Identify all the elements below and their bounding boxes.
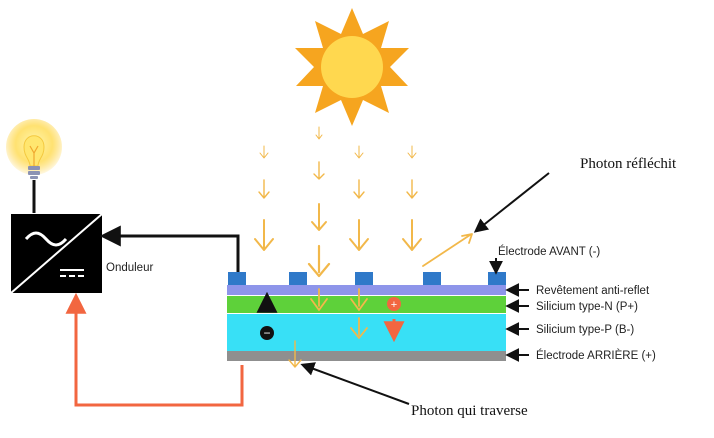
front-contact: [228, 272, 246, 285]
rear-electrode-label: Électrode ARRIÈRE (+): [536, 349, 656, 362]
solar-cell-stack: [227, 272, 506, 361]
antireflective-coating-layer: [227, 285, 506, 295]
carrier-indicators: − +: [256, 291, 405, 343]
front-contact: [488, 272, 506, 285]
light-bulb-icon: [6, 119, 62, 179]
rear-electrode-layer: [227, 351, 506, 361]
front-contact: [423, 272, 441, 285]
reflected-photon-label: Photon réfléchit: [580, 156, 677, 172]
front-contact: [289, 272, 307, 285]
photon-arrows: [254, 126, 473, 368]
n-type-silicon-label: Silicium type-N (P+): [536, 301, 638, 313]
electron-icon: [260, 326, 274, 340]
electron-symbol: −: [263, 326, 270, 340]
circuit-wiring: [65, 225, 244, 407]
front-electrode-label: Électrode AVANT (-): [498, 245, 600, 258]
reflected-photon-pointer: [473, 172, 550, 233]
hole-symbol: +: [391, 299, 397, 311]
inverter-label: Onduleur: [106, 262, 153, 274]
transmitted-photon-label: Photon qui traverse: [411, 403, 528, 419]
transmitted-photon-pointer: [300, 362, 410, 405]
callout-arrows: [300, 172, 550, 405]
sun-icon: [295, 8, 409, 126]
front-contact: [355, 272, 373, 285]
hole-icon: [387, 297, 401, 311]
n-type-silicon-layer: [227, 296, 506, 313]
antireflective-coating-label: Revêtement anti-reflet: [536, 285, 650, 297]
p-type-silicon-label: Silicium type-P (B-): [536, 324, 634, 336]
inverter-icon: [10, 213, 103, 294]
